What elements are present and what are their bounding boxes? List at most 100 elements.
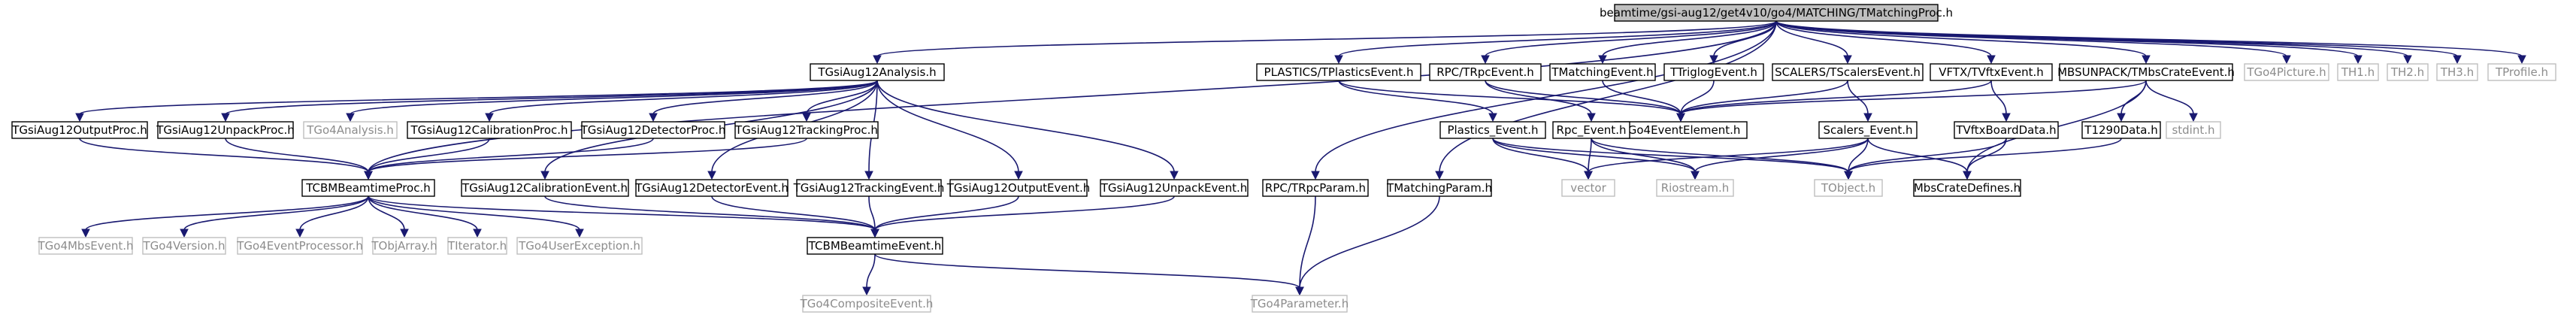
edge-arrowhead <box>873 55 882 65</box>
node-unpack-proc[interactable]: TGsiAug12UnpackProc.h <box>156 121 295 139</box>
edge-plastics_ev-to-go4eventelement <box>1338 80 1685 123</box>
node-box <box>1814 179 1883 197</box>
node-calib-proc[interactable]: TGsiAug12CalibrationProc.h <box>407 121 572 139</box>
node-label: TGsiAug12CalibrationEvent.h <box>462 181 628 195</box>
edge-arrowhead <box>1691 171 1700 180</box>
edge-scalers_ev-to-scalers_event <box>1847 80 1872 123</box>
node-box <box>2081 121 2161 139</box>
node-box <box>1614 4 1939 22</box>
node-scalers-event[interactable]: Scalers_Event.h <box>1818 121 1918 139</box>
node-tprofile: TProfile.h <box>2487 63 2556 81</box>
node-riostream: Riostream.h <box>1656 179 1734 197</box>
node-label: TGo4CompositeEvent.h <box>800 297 934 310</box>
edge-arrowhead <box>2117 113 2126 123</box>
node-go4mbsevent: TGo4MbsEvent.h <box>37 237 134 255</box>
edge-unpack_proc-to-beamtime_proc <box>225 138 373 180</box>
node-detector-proc[interactable]: TGsiAug12DetectorProc.h <box>580 121 726 139</box>
node-rpc-event[interactable]: Rpc_Event.h <box>1552 121 1630 139</box>
edge-line <box>876 80 1175 173</box>
edge-line <box>368 195 405 231</box>
node-vftx-board[interactable]: TVftxBoardData.h <box>1954 121 2059 139</box>
edge-line <box>1602 80 1682 115</box>
node-box <box>447 237 507 255</box>
node-go4picture: TGo4Picture.h <box>2244 63 2329 81</box>
node-go4eventelement[interactable]: TGo4EventElement.h <box>1614 121 1748 139</box>
node-scalers-ev[interactable]: SCALERS/TScalersEvent.h <box>1772 63 1924 81</box>
node-calib-event[interactable]: TGsiAug12CalibrationEvent.h <box>461 179 629 197</box>
edge-line <box>1694 138 1869 173</box>
edge-scalers_event-to-riostream <box>1691 138 1869 180</box>
node-box <box>1387 179 1492 197</box>
node-mbs-crate-defines[interactable]: MbsCrateDefines.h <box>1913 179 2021 197</box>
edge-line <box>79 138 369 173</box>
node-output-proc[interactable]: TGsiAug12OutputProc.h <box>11 121 148 139</box>
node-mbs-crate-ev[interactable]: MBSUNPACK/TMbsCrateEvent.h <box>2057 63 2235 81</box>
node-box <box>2387 63 2429 81</box>
edge-line <box>874 195 1019 231</box>
edge-line <box>1990 80 2007 115</box>
node-label: TGo4Analysis.h <box>306 123 394 137</box>
edge-output_event-to-beamtime_event <box>870 195 1019 238</box>
node-triglog-ev[interactable]: TTriglogEvent.h <box>1663 63 1764 81</box>
edge-line <box>874 195 1175 231</box>
node-label: TTriglogEvent.h <box>1669 65 1757 79</box>
node-label: TGo4EventProcessor.h <box>236 239 363 253</box>
node-t1290[interactable]: T1290Data.h <box>2081 121 2161 139</box>
edge-rpc_ev-to-rpc_event <box>1485 80 1596 123</box>
node-plastics-ev[interactable]: PLASTICS/TPlasticsEvent.h <box>1256 63 1421 81</box>
edge-detector_event-to-beamtime_event <box>711 195 879 238</box>
edge-arrowhead <box>1435 171 1444 180</box>
node-box <box>810 63 945 81</box>
edge-arrowhead <box>1844 171 1853 180</box>
edge-root-to-matching_param <box>1435 20 1777 180</box>
node-box <box>807 237 943 255</box>
node-box <box>734 121 879 139</box>
node-output-event[interactable]: TGsiAug12OutputEvent.h <box>946 179 1091 197</box>
edge-arrowhead <box>2002 113 2011 123</box>
node-rpc-ev[interactable]: RPC/TRpcEvent.h <box>1429 63 1542 81</box>
edge-line <box>1775 20 2147 57</box>
edge-line <box>1338 80 1682 115</box>
node-label: TCBMBeamtimeEvent.h <box>808 239 941 253</box>
node-label: TGsiAug12OutputEvent.h <box>946 181 1091 195</box>
node-matching-ev[interactable]: TMatchingEvent.h <box>1549 63 1656 81</box>
edge-line <box>225 80 878 115</box>
edge-line <box>183 195 369 231</box>
edge-arrowhead <box>1843 55 1852 65</box>
edge-arrowhead <box>1170 171 1179 180</box>
node-beamtime-event[interactable]: TCBMBeamtimeEvent.h <box>807 237 943 255</box>
node-titerator: TIterator.h <box>447 237 507 255</box>
node-matching-param[interactable]: TMatchingParam.h <box>1386 179 1492 197</box>
node-box <box>2337 63 2379 81</box>
node-plastics-event[interactable]: Plastics_Event.h <box>1439 121 1546 139</box>
node-label: TProfile.h <box>2495 65 2548 79</box>
node-box <box>1930 63 2053 81</box>
node-unpack-event[interactable]: TGsiAug12UnpackEvent.h <box>1100 179 1249 197</box>
edge-arrowhead <box>75 113 84 123</box>
edge-line <box>711 195 876 231</box>
edge-line <box>1315 20 1777 173</box>
edge-line <box>1588 138 1869 173</box>
node-root[interactable]: beamtime/gsi-aug12/get4v10/go4/MATCHING/… <box>1600 4 1953 22</box>
node-beamtime-proc[interactable]: TCBMBeamtimeProc.h <box>301 179 435 197</box>
edge-line <box>1485 20 1777 57</box>
node-label: TH2.h <box>2390 65 2424 79</box>
node-label: MBSUNPACK/TMbsCrateEvent.h <box>2057 65 2235 79</box>
node-label: TGsiAug12UnpackProc.h <box>156 123 295 137</box>
edge-line <box>1775 20 2523 57</box>
node-analysis[interactable]: TGsiAug12Analysis.h <box>810 63 945 81</box>
edge-line <box>1299 195 1316 289</box>
node-tracking-proc[interactable]: TGsiAug12TrackingProc.h <box>734 121 879 139</box>
edge-line <box>368 20 1777 173</box>
node-tracking-event[interactable]: TGsiAug12TrackingEvent.h <box>793 179 945 197</box>
node-rpc-param[interactable]: RPC/TRpcParam.h <box>1262 179 1369 197</box>
node-vftx-ev[interactable]: VFTX/TVftxEvent.h <box>1930 63 2053 81</box>
edge-arrowhead <box>1014 171 1023 180</box>
edge-unpack_event-to-beamtime_event <box>870 195 1175 238</box>
edge-beamtime_event-to-go4compositeevent <box>862 253 876 296</box>
edge-arrowhead <box>295 229 304 238</box>
node-label: PLASTICS/TPlasticsEvent.h <box>1264 65 1414 79</box>
edge-arrowhead <box>1963 171 1972 180</box>
node-detector-event[interactable]: TGsiAug12DetectorEvent.h <box>634 179 789 197</box>
